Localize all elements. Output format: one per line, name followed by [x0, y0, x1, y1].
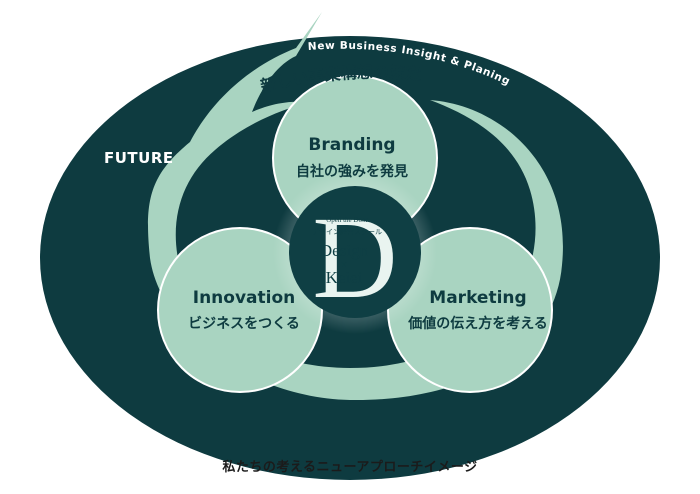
- diagram-caption: 私たちの考えるニューアプローチイメージ: [222, 460, 478, 475]
- logo-word-keiei: Keiei: [326, 268, 363, 287]
- marketing-title: Marketing: [429, 288, 526, 308]
- branding-subtitle: 自社の強みを発見: [296, 163, 408, 180]
- core-circle: [289, 186, 421, 318]
- logo-letter: D: [312, 192, 397, 323]
- logo-school: デザイン経営スクール: [312, 227, 382, 236]
- future-label: FUTURE: [104, 149, 174, 167]
- future-arrow: [148, 12, 563, 401]
- logo-cross: ×: [341, 259, 347, 271]
- marketing-subtitle: 価値の伝え方を考える: [407, 315, 548, 332]
- innovation-subtitle: ビジネスをつくる: [188, 316, 300, 332]
- branding-title: Branding: [308, 135, 395, 155]
- design-keiei-logo: D Open the Door デザイン経営スクール Design × Keie…: [312, 192, 398, 323]
- innovation-title: Innovation: [193, 288, 296, 308]
- logo-tagline: Open the Door: [326, 216, 368, 224]
- logo-word-design: Design: [320, 241, 369, 260]
